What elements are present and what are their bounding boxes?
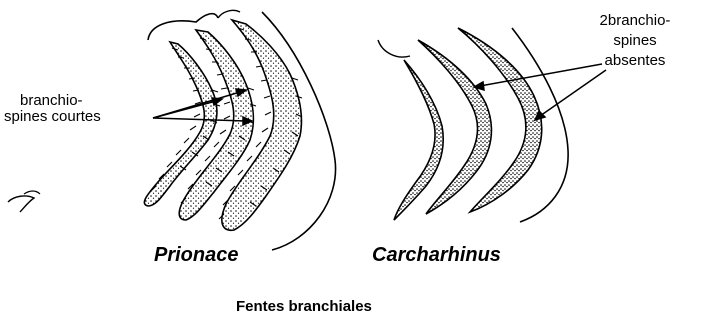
prionace-gill-arches [8, 10, 336, 250]
carcharhinus-label-arrows [474, 64, 606, 120]
genus-name-prionace: Prionace [154, 244, 238, 267]
carcharhinus-label-line3: absentes [587, 52, 683, 69]
carcharhinus-label-line1: 2branchio- [587, 12, 683, 29]
prionace-fragment [8, 196, 34, 212]
prionace-label-line2: spines courtes [4, 108, 101, 125]
figure-caption: Fentes branchiales [236, 298, 372, 315]
carcharhinus-gill-arch-1 [394, 60, 443, 220]
prionace-label-line1: branchio- [20, 92, 83, 109]
genus-name-carcharhinus: Carcharhinus [372, 244, 501, 267]
carcharhinus-label-line2: spines [587, 32, 683, 49]
carcharhinus-gill-arches [378, 28, 568, 222]
carcharhinus-outline-curve [378, 40, 410, 57]
prionace-outline-curve [218, 10, 240, 18]
decorative-hook [24, 191, 40, 194]
carcharhinus-gill-arch-2 [418, 40, 491, 214]
carcharhinus-gill-arch-3 [458, 28, 542, 212]
